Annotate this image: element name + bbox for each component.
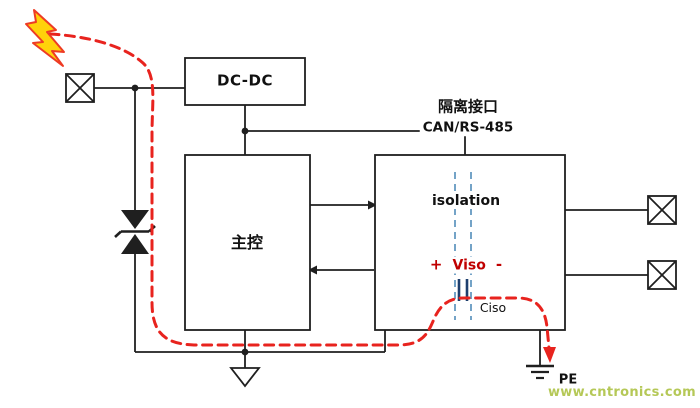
signal-ground-icon: [229, 367, 261, 388]
junction-dots: [131, 84, 249, 356]
mcu-label: 主控: [230, 233, 264, 252]
pe-label: PE: [558, 372, 578, 388]
bus-arrow-right: [310, 200, 377, 210]
connector-x-icon-right-top: [647, 195, 677, 225]
viso-label-row: + Viso -: [426, 255, 506, 274]
surge-current-path: [48, 32, 556, 363]
connector-x-icon-right-bottom: [647, 260, 677, 290]
viso-label: Viso: [452, 257, 486, 273]
isolated-interface-title: 隔离接口: [434, 98, 502, 116]
watermark: www.cntronics.com: [547, 385, 696, 400]
earth-ground-pe-icon: [526, 364, 554, 380]
viso-minus-sign: -: [495, 255, 503, 274]
mcu-block: [184, 154, 311, 331]
connector-x-icon-left: [65, 73, 95, 103]
can-rs485-subtitle: CAN/RS-485: [419, 120, 517, 136]
viso-plus-sign: +: [429, 255, 443, 274]
tvs-diode-icon: [114, 210, 156, 254]
isolation-label: isolation: [428, 193, 504, 209]
ciso-label: Ciso: [476, 300, 510, 316]
bus-arrow-left: [308, 265, 374, 275]
dcdc-label: DC-DC: [217, 71, 273, 90]
dcdc-block: [184, 57, 306, 106]
lightning-bolt-icon: [25, 9, 65, 67]
